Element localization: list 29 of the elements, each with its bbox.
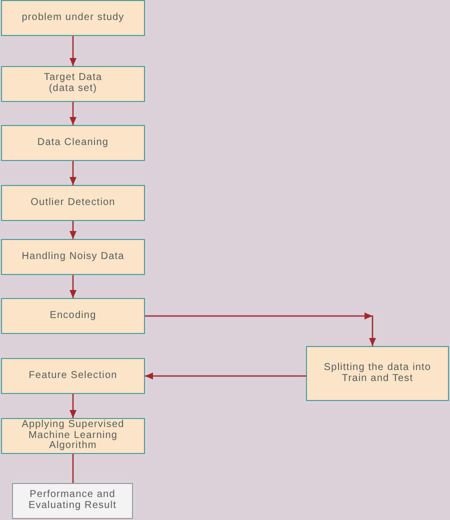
box-label: Handling Noisy Data bbox=[22, 252, 124, 262]
arrow bbox=[70, 394, 76, 418]
connector-line bbox=[72, 454, 74, 483]
process-box bbox=[1, 125, 145, 161]
process-box bbox=[1, 239, 145, 275]
process-box bbox=[1, 0, 145, 36]
arrow bbox=[145, 372, 306, 380]
arrow bbox=[70, 221, 76, 239]
box-label: Encoding bbox=[50, 310, 96, 322]
box-label: Outlier Detection bbox=[30, 198, 116, 208]
arrow bbox=[70, 102, 76, 125]
process-box bbox=[1, 418, 145, 454]
process-box bbox=[306, 346, 449, 401]
box-label: Performance and Evaluating Result bbox=[27, 490, 118, 512]
process-box bbox=[1, 66, 145, 102]
process-box bbox=[1, 358, 145, 394]
box-label: Splitting the data into Train and Test bbox=[322, 362, 432, 384]
box-label: Target Data (data set) bbox=[42, 73, 104, 95]
box-label: problem under study bbox=[22, 12, 124, 24]
arrow bbox=[70, 275, 76, 298]
process-box bbox=[1, 185, 145, 221]
process-box bbox=[1, 298, 145, 334]
box-label: Data Cleaning bbox=[37, 138, 109, 148]
arrow bbox=[70, 36, 76, 66]
box-label: Feature Selection bbox=[28, 370, 118, 382]
process-box bbox=[12, 483, 133, 519]
arrow bbox=[145, 312, 376, 346]
box-label: Applying Supervised Machine Learning Algorithm bbox=[20, 420, 126, 452]
arrow bbox=[70, 161, 76, 185]
